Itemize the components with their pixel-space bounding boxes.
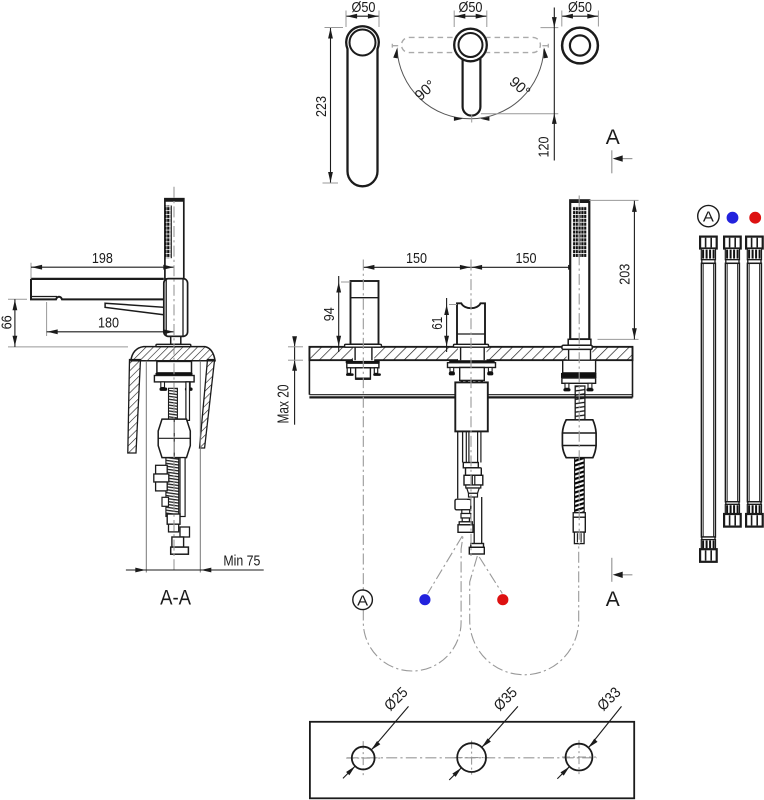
svg-text:120: 120 bbox=[536, 137, 553, 158]
svg-text:Min 75: Min 75 bbox=[223, 552, 260, 569]
svg-text:66: 66 bbox=[0, 315, 16, 329]
svg-text:150: 150 bbox=[406, 250, 427, 267]
svg-text:223: 223 bbox=[313, 96, 330, 117]
svg-text:A: A bbox=[703, 209, 714, 226]
svg-text:Ø50: Ø50 bbox=[459, 0, 483, 16]
svg-text:A-A: A-A bbox=[160, 587, 191, 610]
svg-text:Ø50: Ø50 bbox=[352, 0, 376, 16]
svg-text:Max 20: Max 20 bbox=[276, 384, 293, 423]
svg-text:94: 94 bbox=[321, 307, 338, 321]
svg-text:A: A bbox=[606, 126, 620, 149]
svg-text:198: 198 bbox=[92, 250, 113, 267]
svg-text:180: 180 bbox=[98, 315, 119, 332]
svg-text:A: A bbox=[606, 588, 620, 611]
svg-text:203: 203 bbox=[617, 264, 634, 285]
svg-text:150: 150 bbox=[516, 250, 537, 267]
svg-text:61: 61 bbox=[429, 317, 446, 330]
svg-text:Ø50: Ø50 bbox=[568, 0, 592, 16]
svg-text:A: A bbox=[357, 592, 368, 609]
